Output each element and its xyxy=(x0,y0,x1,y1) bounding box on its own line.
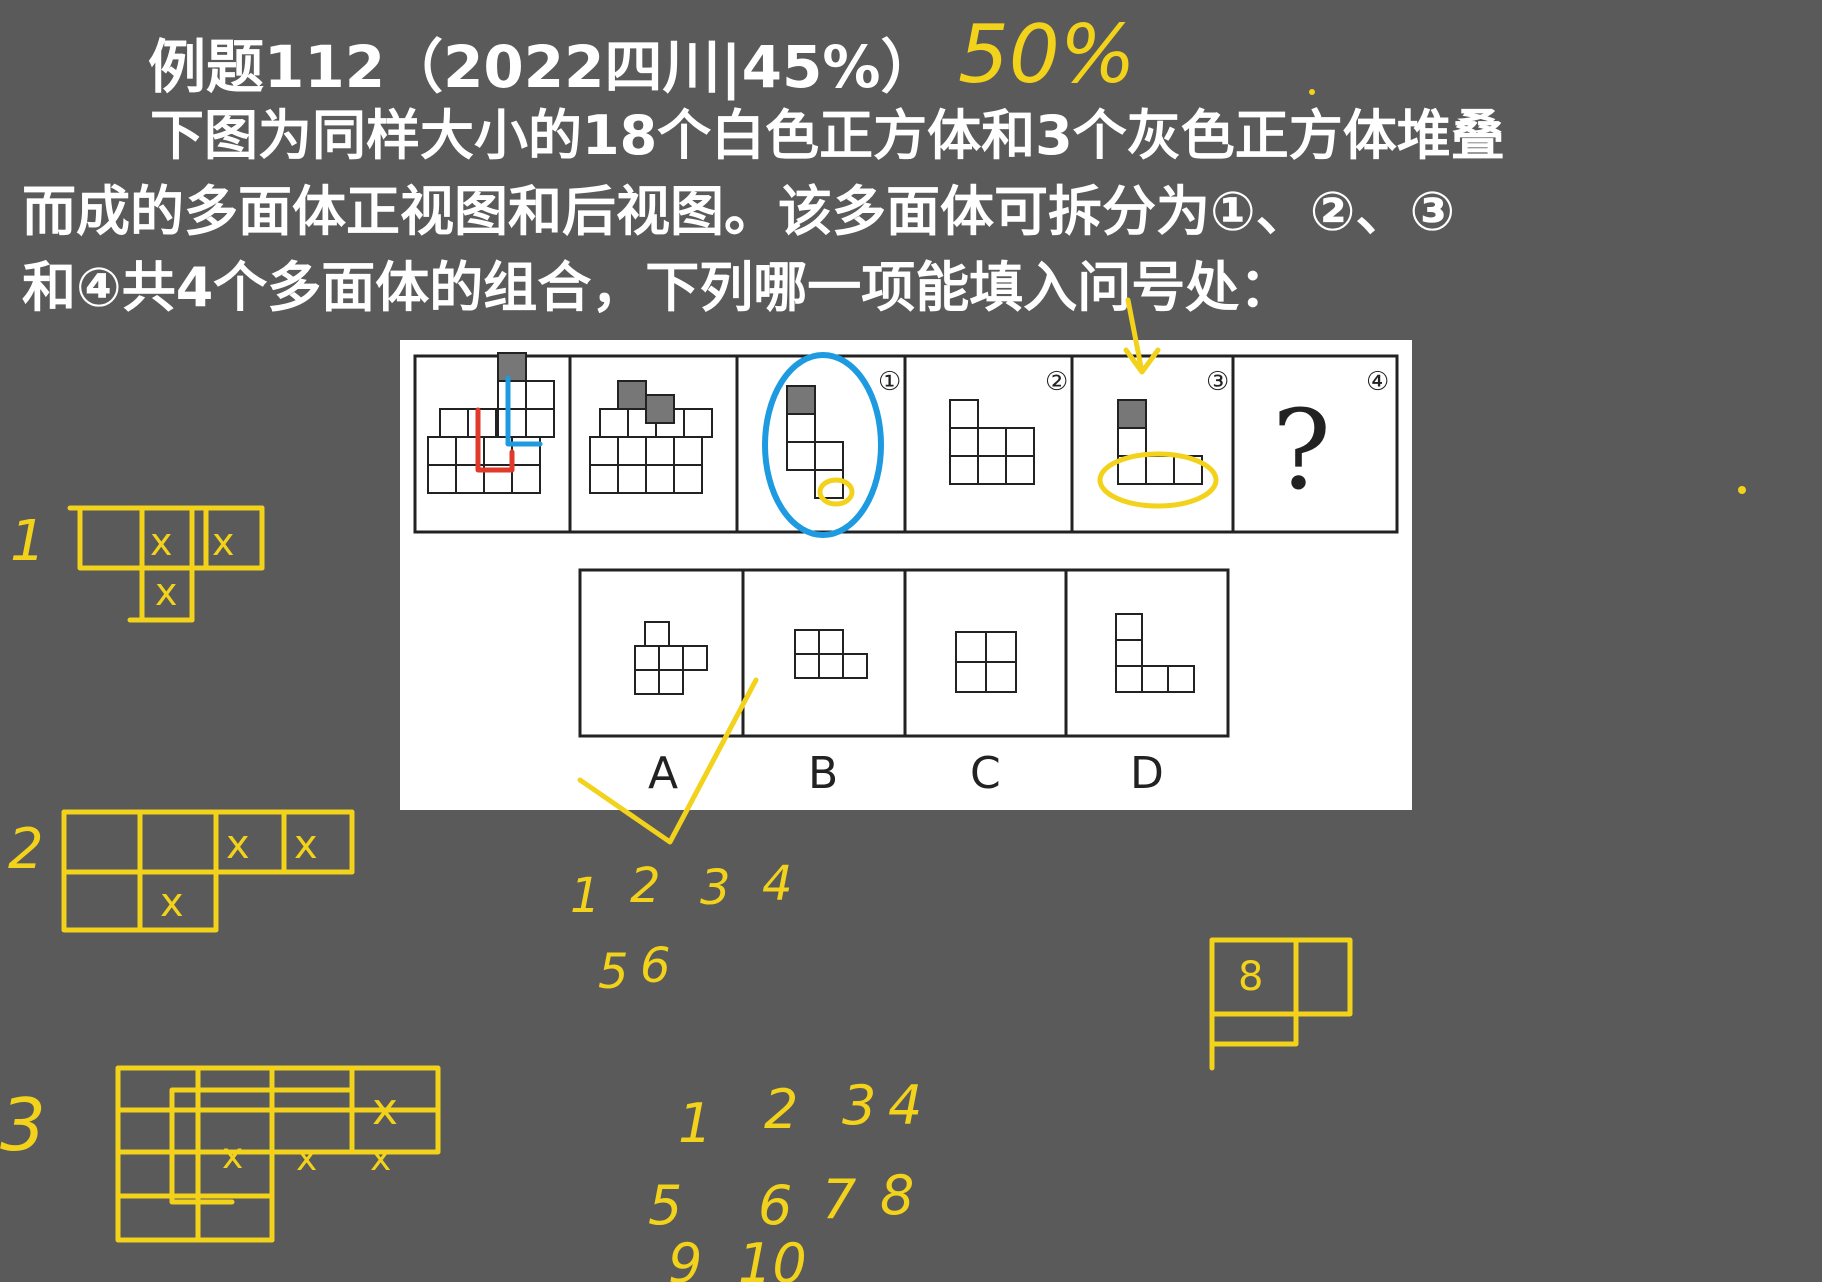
grid-1-sketch xyxy=(67,505,265,623)
svg-text:5: 5 xyxy=(648,1174,682,1237)
svg-text:8: 8 xyxy=(880,1164,914,1227)
option-d-label[interactable]: D xyxy=(1130,748,1164,799)
row-3-label: 3 xyxy=(0,1083,46,1167)
option-b-shape[interactable] xyxy=(794,629,868,679)
grid-mark-8: 8 xyxy=(1238,954,1263,1000)
count-b-numbers: 1 2 3 4 5 6 7 8 9 10 xyxy=(648,1074,922,1282)
x-mark-5: x xyxy=(294,822,318,868)
svg-text:1: 1 xyxy=(570,868,601,924)
piece-marker-4: ④ xyxy=(1366,367,1389,397)
right-grid-sketch xyxy=(1209,937,1353,1071)
x-mark-1: x xyxy=(150,520,173,564)
svg-text:10: 10 xyxy=(738,1232,807,1282)
grid-2-sketch xyxy=(61,809,355,933)
x-mark-4: x xyxy=(226,822,250,868)
svg-text:2: 2 xyxy=(630,858,661,914)
question-line-2: 而成的多面体正视图和后视图。该多面体可拆分为①、②、③ xyxy=(22,180,1456,243)
dot-mark xyxy=(1738,486,1746,494)
x-mark-6: x xyxy=(160,880,184,926)
svg-text:4: 4 xyxy=(762,856,793,912)
option-c-shape[interactable] xyxy=(955,631,1017,693)
x-mark-3: x xyxy=(155,570,178,614)
row-2-label: 2 xyxy=(8,817,44,882)
count-a-numbers: 1 2 3 4 5 6 xyxy=(570,856,793,1000)
dot-mark-2 xyxy=(1309,89,1315,95)
x-mark-8: x xyxy=(296,1138,317,1179)
option-c-label[interactable]: C xyxy=(970,748,1001,799)
question-title: 例题112（2022四川|45%） xyxy=(148,33,939,101)
svg-text:6: 6 xyxy=(640,938,671,994)
svg-text:9: 9 xyxy=(668,1232,702,1282)
svg-text:6: 6 xyxy=(758,1174,792,1237)
question-line-3: 和④共4个多面体的组合，下列哪一项能填入问号处： xyxy=(22,256,1294,319)
svg-text:4: 4 xyxy=(888,1074,922,1137)
x-mark-10: x xyxy=(372,1084,398,1135)
grid-3-sketch xyxy=(115,1065,441,1243)
svg-text:3: 3 xyxy=(700,860,731,916)
puzzle-figure-svg: ① ② ③ ④ ? A B C D xyxy=(413,352,1399,799)
option-d-shape[interactable] xyxy=(1115,613,1195,693)
option-b-label[interactable]: B xyxy=(808,748,838,799)
question-mark: ? xyxy=(1272,386,1331,514)
svg-text:7: 7 xyxy=(822,1168,856,1231)
svg-text:1: 1 xyxy=(678,1092,712,1155)
option-a-shape[interactable] xyxy=(634,621,708,695)
svg-text:2: 2 xyxy=(764,1078,798,1141)
back-view-stack xyxy=(589,380,713,494)
piece-marker-1: ① xyxy=(878,367,901,397)
piece-1-shape xyxy=(786,385,844,499)
x-mark-9: x xyxy=(370,1138,391,1179)
row-1-label: 1 xyxy=(10,509,46,574)
front-view-stack xyxy=(427,352,555,494)
svg-text:5: 5 xyxy=(598,944,629,1000)
piece-marker-3: ③ xyxy=(1206,367,1229,397)
x-mark-2: x xyxy=(212,520,235,564)
x-mark-7: x xyxy=(222,1136,243,1177)
puzzle-figure: ① ② ③ ④ ? A B C D xyxy=(400,340,1412,810)
percent-note: 50% xyxy=(958,8,1136,101)
question-line-1: 下图为同样大小的18个白色正方体和3个灰色正方体堆叠 xyxy=(150,104,1505,167)
option-a-label[interactable]: A xyxy=(648,748,678,799)
svg-text:3: 3 xyxy=(842,1074,876,1137)
piece-3-shape xyxy=(1117,399,1203,485)
piece-marker-2: ② xyxy=(1045,367,1068,397)
piece-2-shape xyxy=(949,399,1035,485)
